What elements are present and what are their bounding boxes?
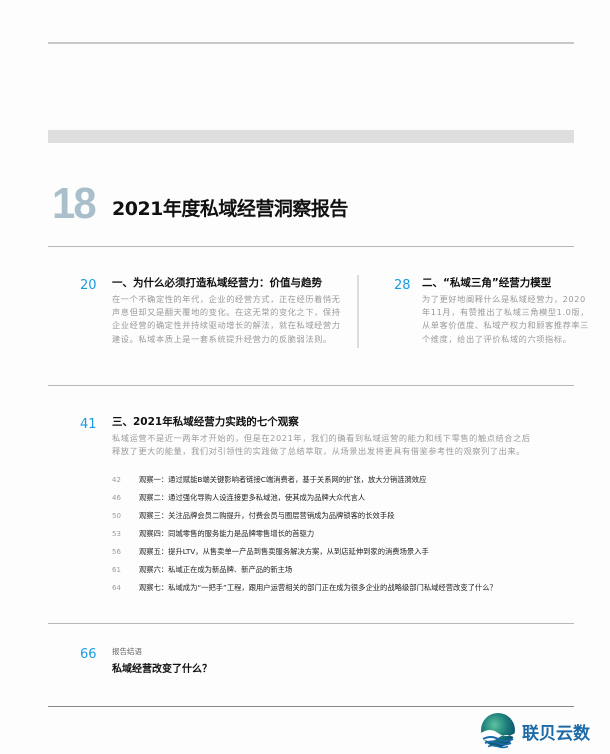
report-title: 2021年度私域经营洞察报告 <box>112 198 348 220</box>
section-1-title[interactable]: 一、为什么必须打造私域经营力：价值与趋势 <box>112 277 322 289</box>
observation-item[interactable]: 42 观察一：通过赋能B端关键影响者链接C端消费者，基于关系网的扩张，放大分销涟… <box>112 473 426 487</box>
observation-page: 42 <box>112 476 121 484</box>
brand-watermark: 联贝云数 <box>478 708 610 754</box>
observation-page: 46 <box>112 494 121 502</box>
observation-text: 观察七：私域成为“一把手”工程，跟用户运营相关的部门正在成为很多企业的战略级部门… <box>139 583 497 592</box>
observation-item[interactable]: 56 观察五：提升LTV，从售卖单一产品到售卖服务解决方案，从到店延伸到家的消费… <box>112 545 429 559</box>
section-2-title[interactable]: 二、“私域三角”经营力模型 <box>422 277 552 289</box>
globe-wave-icon <box>481 713 515 749</box>
header-band <box>48 130 574 143</box>
observation-page: 56 <box>112 548 121 556</box>
divider-4 <box>48 706 574 707</box>
observation-page: 53 <box>112 530 121 538</box>
observation-item[interactable]: 61 观察六：私域正在成为新品牌、新产品的新主场 <box>112 563 292 577</box>
divider-1 <box>48 246 574 247</box>
column-divider <box>357 275 359 348</box>
section-1-page[interactable]: 20 <box>80 278 97 293</box>
section-3-body: 私域运营不是近一两年才开始的，但是在2021年，我们的确看到私域运营的能力和线下… <box>112 433 531 457</box>
observation-text: 观察三：关注品牌会员二购提升，付费会员与圈层营销成为品牌锁客的长效手段 <box>139 511 395 520</box>
observation-text: 观察五：提升LTV，从售卖单一产品到售卖服务解决方案，从到店延伸到家的消费场景入… <box>139 547 429 556</box>
chapter-number: 18 <box>52 179 97 228</box>
section-3-title[interactable]: 三、2021年私域经营力实践的七个观察 <box>112 416 299 428</box>
observation-item[interactable]: 53 观察四：同城零售的服务能力是品牌零售增长的首驱力 <box>112 527 314 541</box>
divider-3 <box>48 623 574 624</box>
conclusion-title[interactable]: 私域经营改变了什么？ <box>112 664 212 675</box>
conclusion-label: 报告结语 <box>112 647 142 656</box>
section-1-body: 在一个不确定性的年代，企业的经营方式，正在经历着悄无声息但却又是翻天覆地的变化。… <box>112 294 341 344</box>
observation-text: 观察一：通过赋能B端关键影响者链接C端消费者，基于关系网的扩张，放大分销涟漪效应 <box>139 475 427 484</box>
section-2-body: 为了更好地阐释什么是私域经营力，2020年11月，有赞推出了私域三角模型1.0版… <box>422 294 590 344</box>
divider-2 <box>48 385 574 386</box>
observation-text: 观察二：通过强化导购人设连接更多私域池，使其成为品牌大众代言人 <box>139 493 366 502</box>
conclusion-page[interactable]: 66 <box>80 647 97 662</box>
section-2-page[interactable]: 28 <box>394 278 411 293</box>
observation-item[interactable]: 50 观察三：关注品牌会员二购提升，付费会员与圈层营销成为品牌锁客的长效手段 <box>112 509 394 523</box>
section-3-page[interactable]: 41 <box>80 417 97 432</box>
observation-text: 观察六：私域正在成为新品牌、新产品的新主场 <box>139 565 293 574</box>
observation-item[interactable]: 64 观察七：私域成为“一把手”工程，跟用户运营相关的部门正在成为很多企业的战略… <box>112 581 497 595</box>
observation-page: 64 <box>112 584 121 592</box>
brand-name: 联贝云数 <box>522 723 590 744</box>
observation-item[interactable]: 46 观察二：通过强化导购人设连接更多私域池，使其成为品牌大众代言人 <box>112 491 365 505</box>
top-rule <box>48 42 574 44</box>
observation-page: 50 <box>112 512 121 520</box>
observation-page: 61 <box>112 566 121 574</box>
observation-text: 观察四：同城零售的服务能力是品牌零售增长的首驱力 <box>139 529 315 538</box>
